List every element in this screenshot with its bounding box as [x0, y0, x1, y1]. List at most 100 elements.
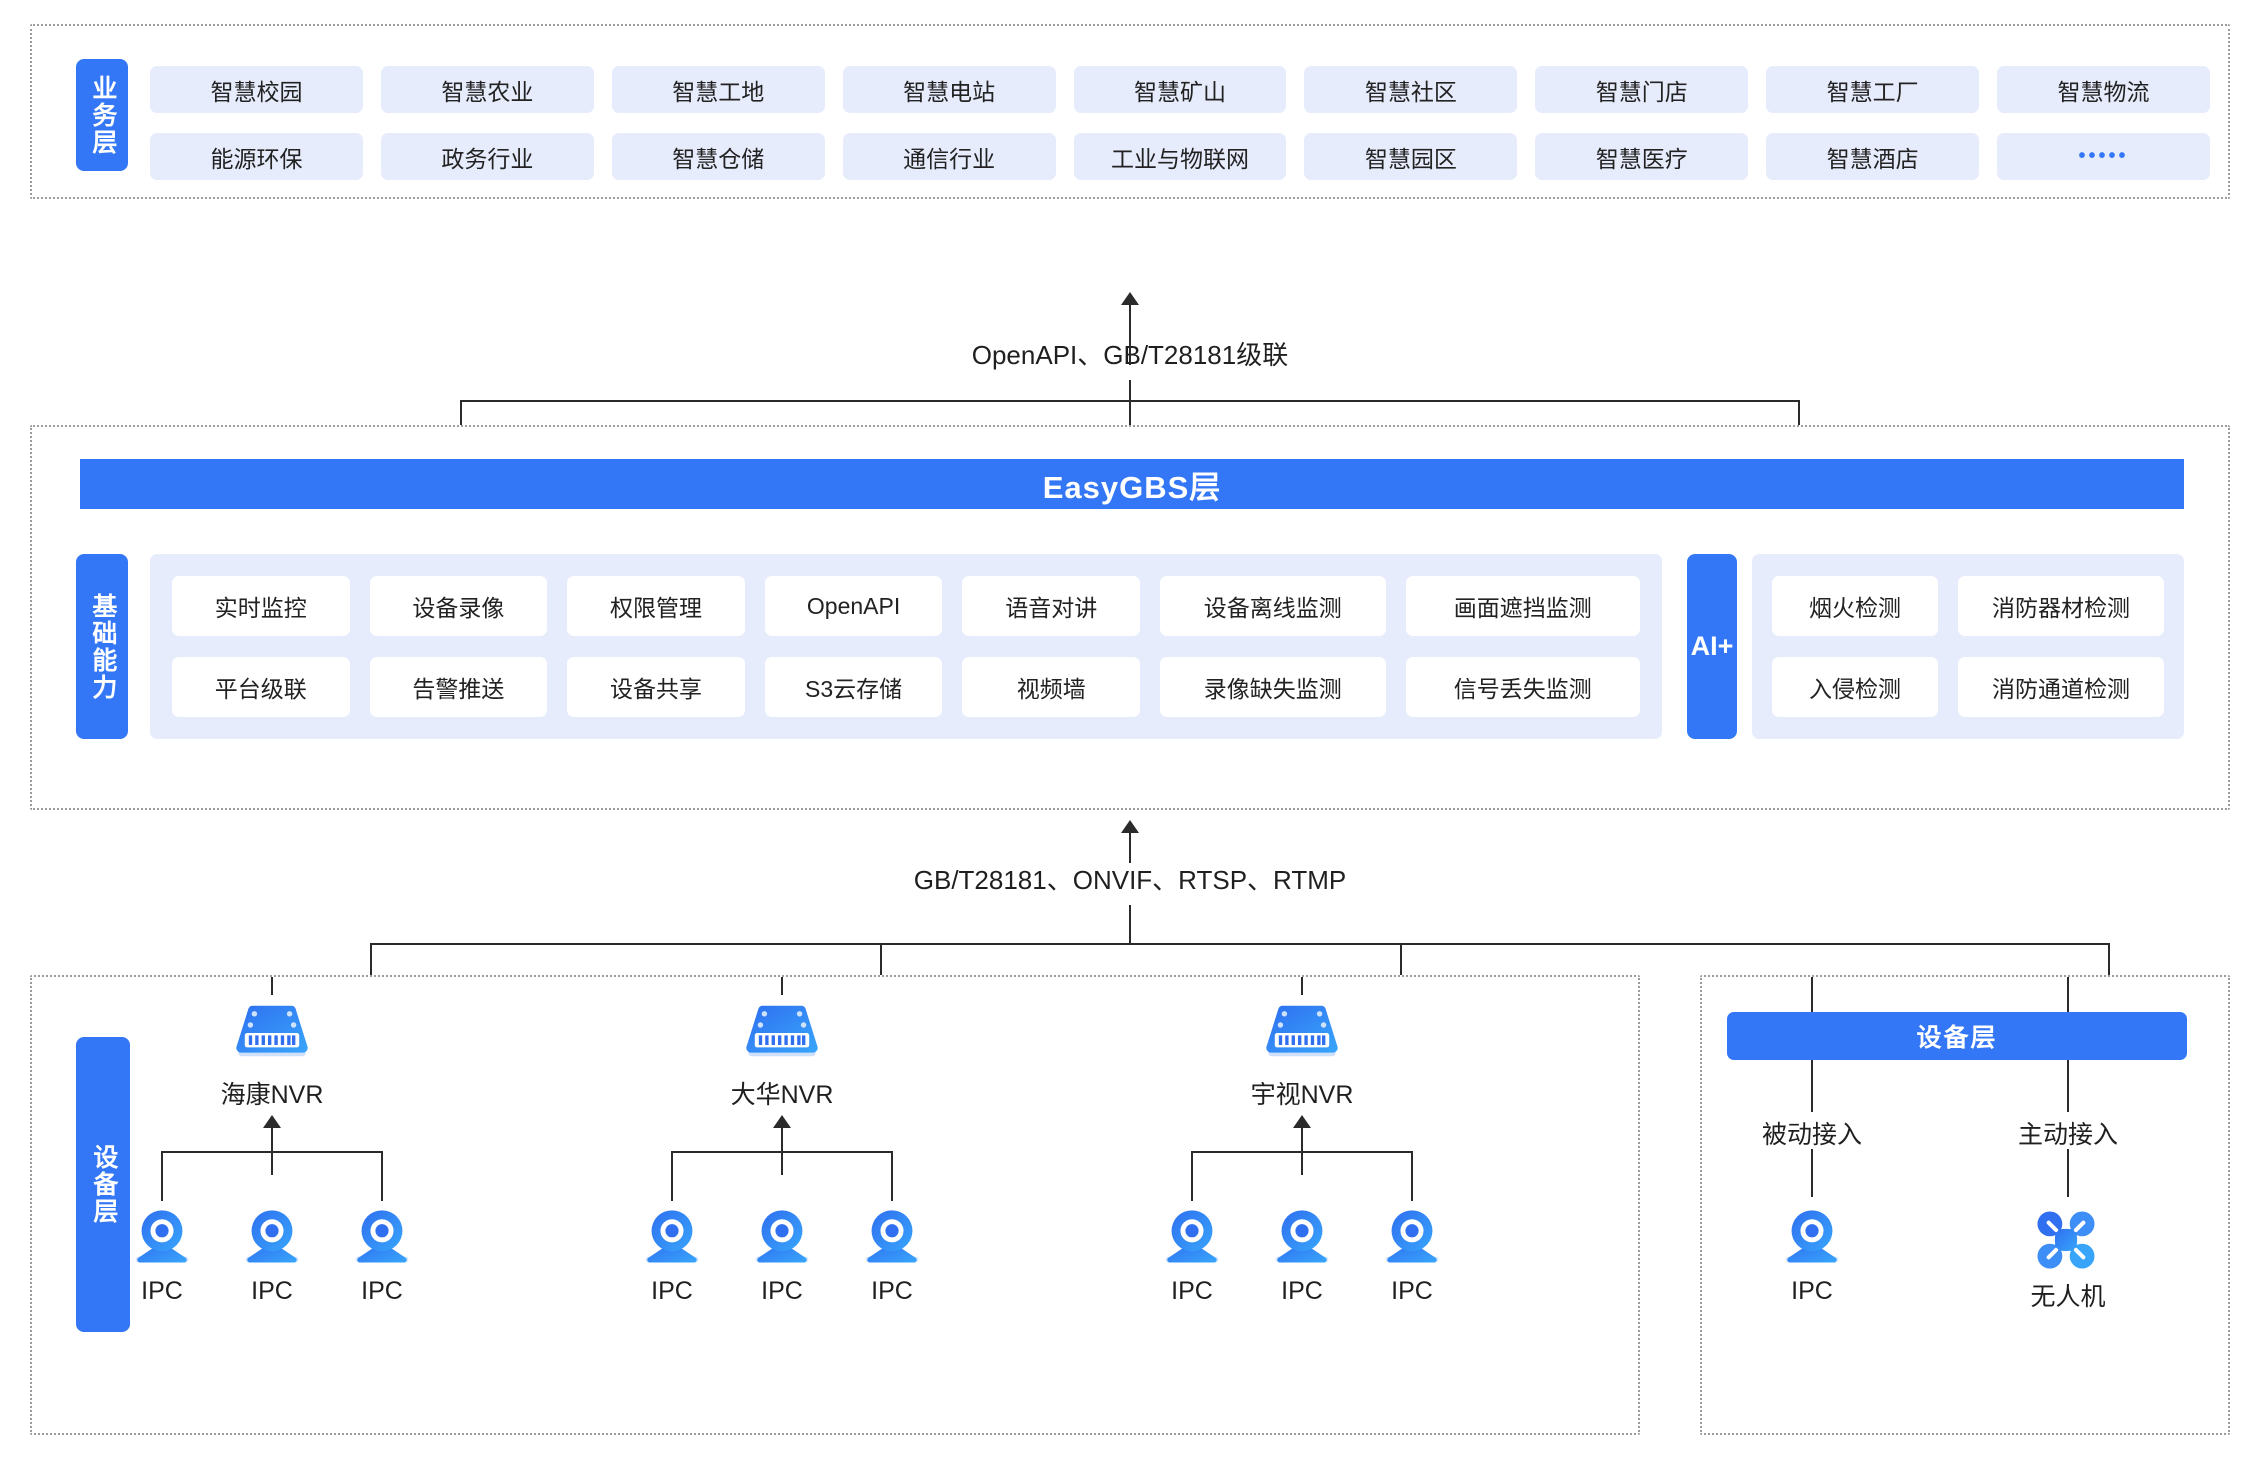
- business-item-2[interactable]: 智慧工地: [611, 66, 825, 113]
- business-item-6[interactable]: 智慧门店: [1535, 66, 1749, 113]
- connector-top-branch-right: [1798, 400, 1800, 426]
- capability-item-12[interactable]: 录像缺失监测: [1160, 657, 1386, 717]
- camera-icon-wrapper-0-1: [239, 1209, 305, 1270]
- camera-icon: [355, 1210, 409, 1263]
- camera-icon-wrapper-0-0: [129, 1209, 195, 1270]
- camera-drop-line-2-1: [1301, 1151, 1303, 1175]
- business-layer-container: 业务层 智慧校园智慧农业智慧工地智慧电站智慧矿山智慧社区智慧门店智慧工厂智慧物流…: [30, 24, 2230, 199]
- nvr-icon-wrapper-1: [742, 1001, 822, 1064]
- capability-item-9[interactable]: 设备共享: [567, 657, 745, 717]
- nvr-arrow-icon-1: [773, 1115, 791, 1128]
- business-item-7[interactable]: 智慧工厂: [1766, 66, 1980, 113]
- connector-bottom-label: GB/T28181、ONVIF、RTSP、RTMP: [913, 865, 1347, 895]
- camera-drop-line-2-2: [1411, 1151, 1413, 1201]
- camera-drop-line-0-0: [161, 1151, 163, 1201]
- business-item-10[interactable]: 政务行业: [380, 133, 594, 180]
- capability-item-5[interactable]: 设备离线监测: [1160, 576, 1386, 636]
- nvr-icon-wrapper-2: [1262, 1001, 1342, 1064]
- connector-bottom-vline-upper: [1129, 833, 1131, 863]
- camera-icon: [865, 1210, 919, 1263]
- camera-icon: [1385, 1210, 1439, 1263]
- business-item-17[interactable]: •••••: [1997, 133, 2210, 180]
- ai-item-1[interactable]: 消防器材检测: [1958, 576, 2164, 636]
- device-layer-title-bar: 设备层: [1727, 1012, 2187, 1060]
- camera-icon: [1785, 1210, 1839, 1263]
- business-item-16[interactable]: 智慧酒店: [1766, 133, 1980, 180]
- capability-item-7[interactable]: 平台级联: [172, 657, 350, 717]
- capability-item-2[interactable]: 权限管理: [567, 576, 745, 636]
- camera-drop-line-2-0: [1191, 1151, 1193, 1201]
- connector-top-arrow-icon: [1121, 292, 1139, 305]
- access-device-label-0: IPC: [1791, 1277, 1833, 1305]
- nvr-icon-wrapper-0: [232, 1001, 312, 1064]
- business-item-4[interactable]: 智慧矿山: [1073, 66, 1287, 113]
- capability-item-10[interactable]: S3云存储: [764, 657, 943, 717]
- camera-label-0-1: IPC: [251, 1277, 293, 1305]
- access-mode-label-0: 被动接入: [1761, 1121, 1862, 1149]
- business-item-8[interactable]: 智慧物流: [1997, 66, 2210, 113]
- business-item-9[interactable]: 能源环保: [150, 133, 363, 180]
- camera-icon: [245, 1210, 299, 1263]
- capability-item-8[interactable]: 告警推送: [369, 657, 548, 717]
- ai-grid: 烟火检测消防器材检测入侵检测消防通道检测: [1772, 576, 2164, 717]
- connector-bottom-hline: [370, 943, 2110, 945]
- business-item-11[interactable]: 智慧仓储: [611, 133, 825, 180]
- business-item-14[interactable]: 智慧园区: [1304, 133, 1518, 180]
- connector-bottom-branch-1: [370, 943, 372, 977]
- nvr-icon: [1266, 1005, 1338, 1057]
- capability-item-13[interactable]: 信号丢失监测: [1405, 657, 1640, 717]
- camera-icon: [645, 1210, 699, 1263]
- ai-item-2[interactable]: 入侵检测: [1772, 657, 1939, 717]
- business-item-15[interactable]: 智慧医疗: [1535, 133, 1749, 180]
- access-line-top-1: [2067, 1060, 2069, 1112]
- ai-panel: 烟火检测消防器材检测入侵检测消防通道检测: [1752, 554, 2184, 739]
- nvr-label-2: 宇视NVR: [1250, 1081, 1354, 1109]
- device-layer-side-label: 设备层: [76, 1037, 130, 1332]
- connector-bottom-vline-lower: [1129, 905, 1131, 945]
- nvr-arrow-stem-0: [271, 1128, 273, 1152]
- camera-label-1-1: IPC: [761, 1277, 803, 1305]
- nvr-icon: [236, 1005, 308, 1057]
- business-item-13[interactable]: 工业与物联网: [1073, 133, 1287, 180]
- camera-icon-wrapper-2-0: [1159, 1209, 1225, 1270]
- capability-item-1[interactable]: 设备录像: [369, 576, 548, 636]
- ai-item-3[interactable]: 消防通道检测: [1958, 657, 2164, 717]
- nvr-uplink-line-1: [781, 977, 783, 995]
- access-line-top-0: [1811, 1060, 1813, 1112]
- access-device-label-1: 无人机: [2030, 1283, 2106, 1311]
- business-item-1[interactable]: 智慧农业: [380, 66, 594, 113]
- nvr-arrow-icon-2: [1293, 1115, 1311, 1128]
- camera-icon-wrapper-0-2: [349, 1209, 415, 1270]
- camera-drop-line-0-1: [271, 1151, 273, 1175]
- nvr-area: 海康NVR IPC IPC: [32, 977, 1638, 1433]
- business-item-0[interactable]: 智慧校园: [150, 66, 363, 113]
- nvr-arrow-icon-0: [263, 1115, 281, 1128]
- business-item-3[interactable]: 智慧电站: [842, 66, 1056, 113]
- nvr-arrow-stem-2: [1301, 1128, 1303, 1152]
- connector-top-vline-upper: [1129, 305, 1131, 365]
- camera-drop-line-0-2: [381, 1151, 383, 1201]
- camera-icon: [1275, 1210, 1329, 1263]
- nvr-uplink-line-2: [1301, 977, 1303, 995]
- capability-panel: 实时监控设备录像权限管理 OpenAPI 语音对讲设备离线监测画面遮挡监测平台级联告…: [150, 554, 1662, 739]
- connector-bottom-branch-4: [2108, 943, 2110, 977]
- camera-icon-wrapper-2-1: [1269, 1209, 1335, 1270]
- business-item-12[interactable]: 通信行业: [842, 133, 1056, 180]
- camera-icon-wrapper-2-2: [1379, 1209, 1445, 1270]
- capability-item-3[interactable]: OpenAPI: [764, 576, 943, 636]
- ai-plus-label: AI+: [1687, 554, 1737, 739]
- camera-drop-line-1-2: [891, 1151, 893, 1201]
- ai-item-0[interactable]: 烟火检测: [1772, 576, 1939, 636]
- business-layer-side-label: 业务层: [76, 59, 128, 171]
- camera-label-2-0: IPC: [1171, 1277, 1213, 1305]
- nvr-icon: [746, 1005, 818, 1057]
- camera-drop-line-1-1: [781, 1151, 783, 1175]
- capability-item-0[interactable]: 实时监控: [172, 576, 350, 636]
- camera-icon: [1165, 1210, 1219, 1263]
- capability-item-4[interactable]: 语音对讲: [962, 576, 1140, 636]
- business-item-5[interactable]: 智慧社区: [1304, 66, 1518, 113]
- capability-item-6[interactable]: 画面遮挡监测: [1405, 576, 1640, 636]
- capability-item-11[interactable]: 视频墙: [962, 657, 1140, 717]
- access-uplink-1: [2067, 977, 2069, 1012]
